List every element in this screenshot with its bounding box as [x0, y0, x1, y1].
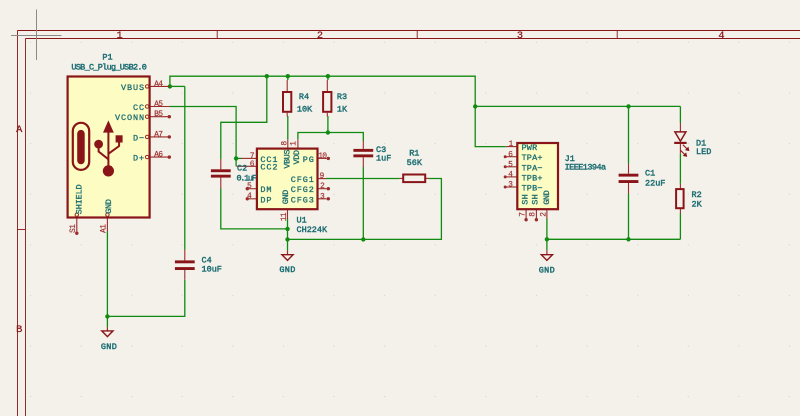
svg-text:A7: A7 [154, 130, 163, 139]
svg-text:1: 1 [117, 30, 123, 42]
svg-text:6: 6 [508, 150, 513, 159]
svg-text:A5: A5 [154, 100, 163, 109]
svg-text:GND: GND [279, 265, 295, 275]
svg-text:CFG3: CFG3 [291, 195, 315, 205]
svg-text:GND: GND [542, 190, 552, 204]
svg-text:4: 4 [718, 30, 724, 42]
svg-text:11: 11 [280, 212, 289, 221]
svg-text:R1: R1 [409, 149, 419, 159]
svg-text:DP: DP [260, 195, 272, 205]
svg-text:VBUS: VBUS [121, 83, 145, 93]
svg-text:CC2: CC2 [260, 163, 278, 173]
svg-text:TPA+: TPA+ [522, 153, 543, 163]
svg-text:22uF: 22uF [645, 178, 665, 188]
svg-text:0.1uF: 0.1uF [237, 174, 257, 184]
svg-text:7: 7 [250, 152, 255, 161]
svg-text:CFG1: CFG1 [291, 175, 315, 185]
svg-text:C3: C3 [376, 145, 386, 155]
svg-text:VCONN: VCONN [115, 113, 145, 123]
svg-text:GND: GND [101, 342, 117, 352]
svg-text:C2: C2 [237, 163, 247, 173]
svg-text:PWR: PWR [522, 143, 538, 153]
svg-text:LED: LED [696, 147, 711, 157]
svg-text:8: 8 [529, 212, 538, 217]
svg-text:A1: A1 [100, 224, 109, 233]
svg-text:C4: C4 [202, 255, 212, 265]
svg-text:R2: R2 [692, 190, 702, 200]
svg-text:CH224K: CH224K [297, 225, 329, 235]
svg-text:USB_C_Plug_USB2.0: USB_C_Plug_USB2.0 [71, 63, 146, 73]
svg-text:1uF: 1uF [376, 154, 391, 164]
svg-text:CFG2: CFG2 [291, 185, 315, 195]
svg-text:GND: GND [281, 190, 291, 204]
svg-text:10: 10 [318, 152, 327, 161]
svg-text:D1: D1 [696, 138, 706, 148]
svg-text:3: 3 [508, 181, 513, 190]
svg-text:TPB+: TPB+ [522, 173, 543, 183]
svg-text:SHIELD: SHIELD [74, 184, 84, 214]
svg-text:PG: PG [303, 155, 315, 165]
svg-text:VBUS: VBUS [282, 149, 292, 168]
svg-text:D+: D+ [133, 154, 145, 164]
svg-text:56K: 56K [407, 158, 423, 168]
svg-text:J1: J1 [565, 154, 575, 164]
svg-text:IEEE1394a: IEEE1394a [565, 162, 606, 172]
svg-text:2: 2 [540, 212, 549, 217]
svg-text:TPB−: TPB− [522, 184, 543, 194]
svg-text:U1: U1 [297, 215, 307, 225]
svg-text:4: 4 [247, 192, 252, 201]
svg-text:CC1: CC1 [260, 155, 278, 165]
svg-text:5: 5 [247, 182, 252, 191]
svg-text:GND: GND [539, 265, 555, 275]
svg-text:B5: B5 [154, 110, 163, 119]
svg-text:2K: 2K [692, 200, 703, 210]
svg-text:2: 2 [317, 30, 323, 42]
svg-text:R3: R3 [337, 92, 347, 102]
svg-text:A4: A4 [154, 80, 163, 89]
svg-text:10uF: 10uF [202, 264, 222, 274]
svg-text:2: 2 [320, 182, 325, 191]
svg-text:5: 5 [508, 160, 513, 169]
svg-text:GND: GND [104, 199, 114, 213]
svg-text:3: 3 [517, 30, 523, 42]
svg-text:D−: D− [133, 133, 145, 143]
svg-text:R4: R4 [299, 92, 309, 102]
svg-text:VDD: VDD [292, 150, 302, 164]
svg-text:P1: P1 [102, 52, 112, 62]
svg-text:9: 9 [319, 172, 324, 181]
svg-text:C1: C1 [645, 168, 655, 178]
svg-text:1: 1 [290, 141, 299, 146]
svg-text:DM: DM [260, 185, 272, 195]
svg-text:A6: A6 [154, 151, 163, 160]
svg-text:S1: S1 [69, 224, 78, 233]
svg-text:7: 7 [518, 212, 527, 217]
svg-text:3: 3 [320, 192, 325, 201]
svg-text:6: 6 [250, 160, 255, 169]
svg-text:10K: 10K [297, 105, 313, 115]
svg-text:A: A [16, 124, 23, 136]
svg-text:1: 1 [508, 140, 513, 149]
svg-text:SH: SH [531, 194, 541, 205]
svg-text:B: B [16, 324, 22, 336]
svg-text:CC: CC [133, 103, 145, 113]
svg-text:8: 8 [280, 141, 289, 146]
svg-text:SH: SH [521, 194, 531, 205]
svg-text:1K: 1K [337, 105, 348, 115]
svg-text:4: 4 [508, 171, 513, 180]
svg-text:TPA−: TPA− [522, 163, 543, 173]
